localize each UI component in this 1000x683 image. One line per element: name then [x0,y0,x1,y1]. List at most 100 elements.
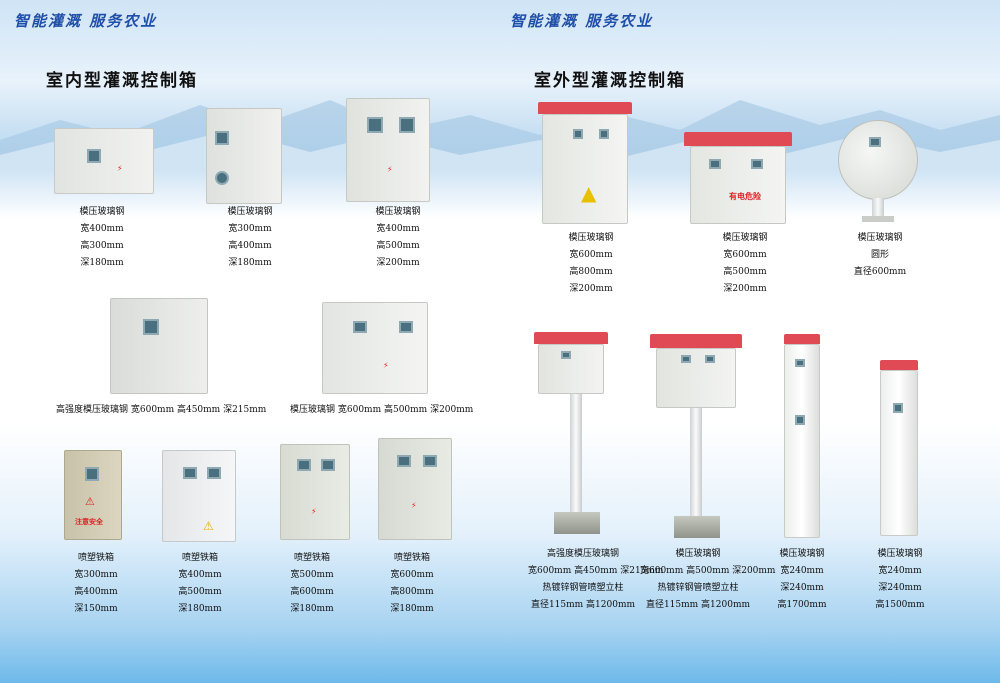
indoor-product-8: 喷塑铁箱 宽500mm 高600mm 深180mm [272,550,352,618]
outdoor-product-1: 模压玻璃钢 宽600mm 高800mm 深200mm [546,230,636,298]
outdoor-round-box-stand [872,198,884,218]
spec-height: 高600mm [290,587,334,597]
spec-pole: 热镀锌钢管喷塑立柱 [542,583,624,593]
indoor-product-6: 喷塑铁箱 宽300mm 高400mm 深150mm [56,550,136,618]
outdoor-product-6: 模压玻璃钢 宽240mm 深240mm 高1700mm [762,546,842,614]
outdoor-pole-box-1-image [538,344,604,394]
outdoor-box-1-image: ▲ [542,114,628,224]
spec-depth: 深240mm [878,583,922,593]
spec-depth: 深200mm [569,284,613,294]
spec-width: 宽400mm [376,224,420,234]
spec-material: 模压玻璃钢 [79,207,125,217]
indoor-product-5-caption: 模压玻璃钢 宽600mm 高500mm 深200mm [290,405,474,415]
indoor-product-7: 喷塑铁箱 宽400mm 高500mm 深180mm [160,550,240,618]
outdoor-pole-box-1-roof [534,332,608,344]
spec-material: 喷塑铁箱 [393,553,430,563]
spec-material: 喷塑铁箱 [77,553,114,563]
outdoor-pole-1-base [554,512,600,534]
outdoor-pole-box-2-image [656,348,736,408]
spec-height: 高500mm [376,241,420,251]
outdoor-product-5: 模压玻璃钢 宽600mm 高500mm 深200mm 热镀锌钢管喷塑立柱 直径1… [640,546,776,614]
indoor-box-5-image: ⚡ [322,302,428,394]
indoor-product-4-caption: 高强度模压玻璃钢 宽600mm 高450mm 深215mm [56,405,267,415]
spec-pole-size: 直径115mm 高1200mm [645,600,751,610]
spec-depth: 深180mm [228,258,272,268]
spec-depth: 深180mm [80,258,124,268]
spec-height: 高800mm [569,267,613,277]
spec-dimensions: 宽600mm 高500mm 深200mm [640,566,776,576]
spec-material: 模压玻璃钢 [722,233,768,243]
indoor-box-9-image: ⚡ [378,438,452,540]
spec-height: 高400mm [228,241,272,251]
spec-pole: 热镀锌钢管喷塑立柱 [657,583,739,593]
outdoor-round-box-image [838,120,918,200]
spec-height: 高500mm [178,587,222,597]
indoor-product-9: 喷塑铁箱 宽600mm 高800mm 深180mm [372,550,452,618]
outdoor-pole-box-2-roof [650,334,742,348]
indoor-product-2: 模压玻璃钢 宽300mm 高400mm 深180mm [210,204,290,272]
spec-material: 模压玻璃钢 [779,549,825,559]
outdoor-box-1-roof [538,102,632,114]
indoor-product-3: 模压玻璃钢 宽400mm 高500mm 深200mm [358,204,438,272]
spec-depth: 深180mm [390,604,434,614]
spec-depth: 深150mm [74,604,118,614]
outdoor-column-2-roof [880,360,918,370]
spec-width: 宽600mm [569,250,613,260]
spec-width: 宽300mm [74,570,118,580]
outdoor-pole-2 [690,408,702,518]
spec-height: 高500mm [723,267,767,277]
spec-material: 模压玻璃钢 [227,207,273,217]
spec-width: 宽300mm [228,224,272,234]
spec-material: 模压玻璃钢 [375,207,421,217]
outdoor-pole-1 [570,394,582,514]
spec-width: 宽240mm [780,566,824,576]
spec-width: 宽600mm [390,570,434,580]
outdoor-round-box-base [862,216,894,222]
indoor-section-title: 室内型灌溉控制箱 [46,71,198,91]
indoor-box-7-image: ⚠ [162,450,236,542]
spec-material: 模压玻璃钢 [877,549,923,559]
indoor-box-2-image [206,108,282,204]
indoor-box-1-image: ⚡ [54,128,154,194]
spec-shape: 圆形 [870,250,889,260]
indoor-box-8-image: ⚡ [280,444,350,540]
slogan-right: 智能灌溉 服务农业 [510,12,654,30]
outdoor-product-2: 模压玻璃钢 宽600mm 高500mm 深200mm [700,230,790,298]
spec-width: 宽400mm [178,570,222,580]
spec-dimensions: 宽600mm 高450mm 深215mm [528,566,664,576]
spec-width: 宽400mm [80,224,124,234]
spec-width: 宽500mm [290,570,334,580]
spec-depth: 深180mm [178,604,222,614]
spec-height: 高1500mm [875,600,925,610]
spec-width: 宽600mm [723,250,767,260]
outdoor-section-title: 室外型灌溉控制箱 [534,71,686,91]
spec-height: 高1700mm [777,600,827,610]
indoor-box-3-image: ⚡ [346,98,430,202]
outdoor-box-2-image: 有电危险 [690,146,786,224]
outdoor-pole-2-base [674,516,720,538]
spec-depth: 深240mm [780,583,824,593]
safety-label: 注意安全 [75,518,103,526]
spec-diameter: 直径600mm [853,267,907,277]
spec-width: 宽240mm [878,566,922,576]
slogan-left: 智能灌溉 服务农业 [14,12,158,30]
spec-depth: 深200mm [376,258,420,268]
spec-depth: 深200mm [723,284,767,294]
spec-material: 高强度模压玻璃钢 [546,549,619,559]
outdoor-column-1-roof [784,334,820,344]
spec-height: 高400mm [74,587,118,597]
indoor-product-1: 模压玻璃钢 宽400mm 高300mm 深180mm [62,204,142,272]
spec-material: 模压玻璃钢 [568,233,614,243]
spec-material: 模压玻璃钢 [675,549,721,559]
danger-label: 有电危险 [729,192,761,201]
indoor-box-4-image [110,298,208,394]
indoor-box-6-image: ⚠ 注意安全 [64,450,122,540]
outdoor-product-7: 模压玻璃钢 宽240mm 深240mm 高1500mm [860,546,940,614]
spec-material: 喷塑铁箱 [181,553,218,563]
spec-material: 模压玻璃钢 [857,233,903,243]
outdoor-column-1-image [784,344,820,538]
outdoor-product-3: 模压玻璃钢 圆形 直径600mm [840,230,920,281]
spec-depth: 深180mm [290,604,334,614]
spec-material: 喷塑铁箱 [293,553,330,563]
